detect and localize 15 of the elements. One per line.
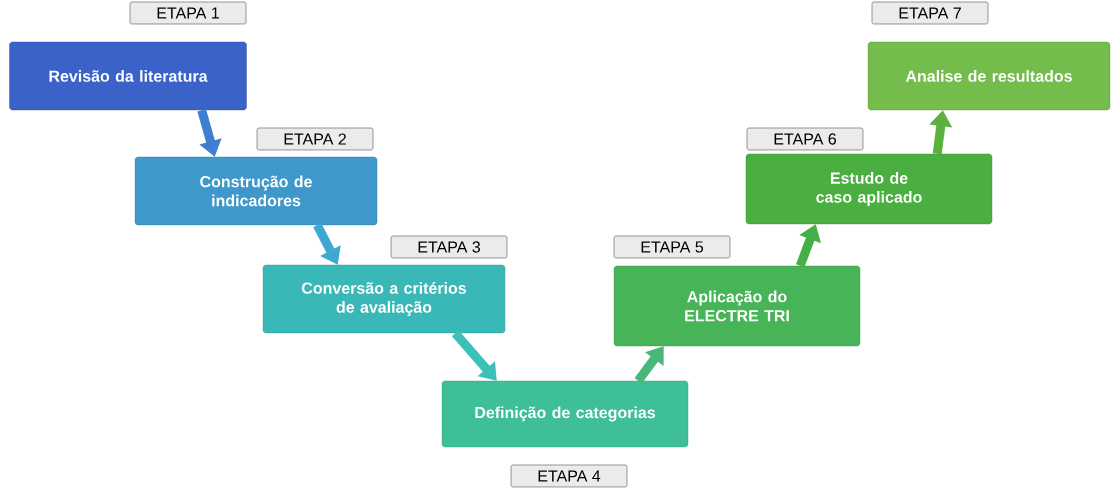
stage-tag: ETAPA 2 bbox=[256, 127, 374, 151]
stage-tag: ETAPA 7 bbox=[871, 1, 989, 25]
process-box: Revisão da literatura bbox=[9, 41, 247, 111]
process-box: Definição de categorias bbox=[441, 380, 689, 448]
stage-tag: ETAPA 3 bbox=[390, 235, 508, 259]
process-box: Aplicação do ELECTRE TRI bbox=[613, 265, 861, 347]
stage-tag: ETAPA 6 bbox=[746, 127, 864, 151]
stage-tag: ETAPA 4 bbox=[510, 464, 628, 488]
stage-tag: ETAPA 5 bbox=[613, 235, 731, 259]
process-box: Conversão a critérios de avaliação bbox=[262, 264, 506, 334]
process-box: Estudo de caso aplicado bbox=[745, 153, 993, 225]
stage-tag: ETAPA 1 bbox=[129, 1, 247, 25]
process-box: Construção de indicadores bbox=[134, 156, 378, 226]
process-box: Analise de resultados bbox=[867, 41, 1111, 111]
arrow bbox=[451, 330, 497, 381]
